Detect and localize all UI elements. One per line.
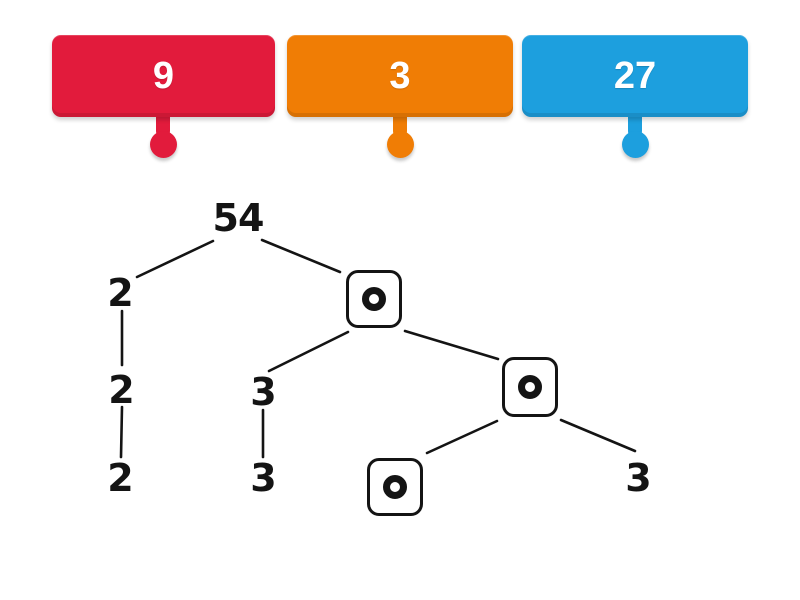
answer-card-2[interactable]: 3 <box>287 35 513 117</box>
connector-drop1-to-mid3 <box>267 330 350 373</box>
pin-ball <box>622 131 649 158</box>
connector-drop2-to-right3 <box>559 418 637 453</box>
answer-card-3[interactable]: 27 <box>522 35 748 117</box>
drop-target-1[interactable] <box>346 270 402 328</box>
drop-ring-icon <box>383 475 407 499</box>
pin-ball <box>150 131 177 158</box>
connector-drop2-to-drop3 <box>425 419 499 455</box>
tree-node-mid-1: 3 <box>250 370 276 414</box>
connector-drop1-to-drop2 <box>403 329 500 361</box>
tree-node-right-leaf: 3 <box>625 456 651 500</box>
tree-node-left-2: 2 <box>108 368 134 412</box>
tree-node-left-3: 2 <box>107 456 133 500</box>
tree-node-left-1: 2 <box>107 271 133 315</box>
drop-ring-icon <box>518 375 542 399</box>
drop-target-3[interactable] <box>367 458 423 516</box>
tree-node-mid-2: 3 <box>250 456 276 500</box>
connector-root-to-left2 <box>135 239 215 279</box>
connector-root-to-drop1 <box>260 238 342 274</box>
drop-ring-icon <box>362 287 386 311</box>
connector-left2-chain-2 <box>119 405 124 459</box>
tree-node-root: 54 <box>212 196 265 240</box>
answer-card-1[interactable]: 9 <box>52 35 275 117</box>
pin-ball <box>387 131 414 158</box>
drop-target-2[interactable] <box>502 357 558 417</box>
